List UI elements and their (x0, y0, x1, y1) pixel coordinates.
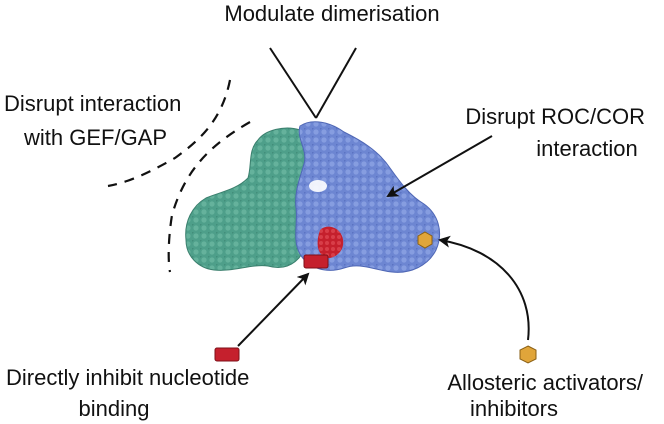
label-roc-line1: Disrupt ROC/COR (465, 104, 645, 129)
bound-nucleotide (317, 226, 344, 258)
dimerisation-lines (269, 47, 357, 119)
orange-hexagon-icon-lower (519, 345, 537, 364)
label-gef-line1: Disrupt interaction (4, 91, 181, 116)
orange-hexagon-icon (417, 231, 433, 249)
label-modulate-dimerisation: Modulate dimerisation (224, 1, 439, 26)
label-nucleotide-line2: binding (79, 396, 150, 421)
label-allosteric-line2: inhibitors (470, 396, 558, 421)
label-allosteric-line1: Allosteric activators/ (447, 370, 644, 395)
protein-blue-monomer (295, 121, 440, 273)
protein-teal-monomer (185, 127, 313, 271)
gef-gap-interface-dashes (107, 79, 251, 273)
red-rectangle-icon (303, 254, 329, 269)
label-nucleotide-line1: Directly inhibit nucleotide (6, 365, 249, 390)
arrow-allosteric (438, 235, 530, 341)
label-gef-line2: with GEF/GAP (23, 125, 167, 150)
arrow-nucleotide (237, 272, 310, 347)
protein-surface-icon (185, 121, 440, 273)
label-roc-line2: interaction (536, 136, 638, 161)
red-rectangle-icon-small (214, 347, 240, 362)
arrow-roc-cor (386, 135, 493, 197)
